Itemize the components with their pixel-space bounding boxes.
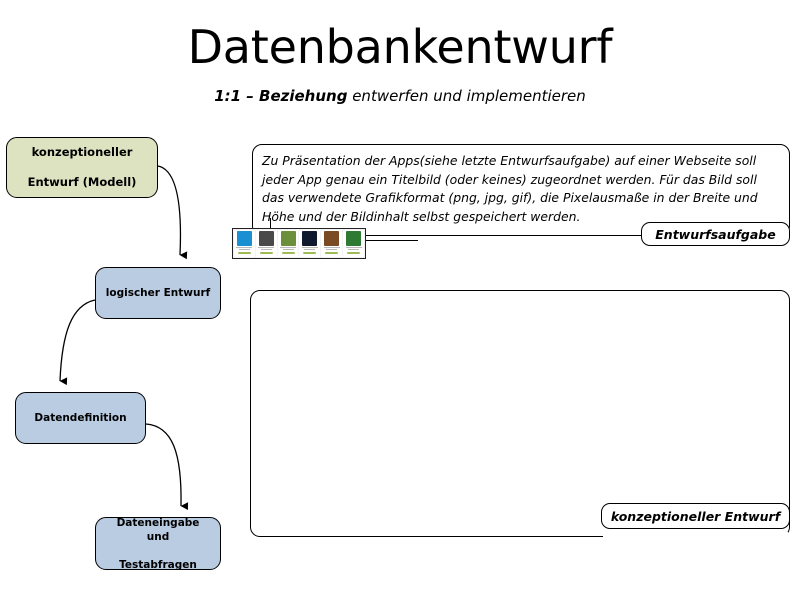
app-subtitle-line xyxy=(282,249,294,250)
app-rating-stars xyxy=(259,252,273,254)
app-icon xyxy=(258,231,274,246)
app-subtitle-line xyxy=(238,249,250,250)
konzeptioneller-entwurf-work-area[interactable] xyxy=(250,290,790,537)
list-item[interactable] xyxy=(255,230,277,257)
page-subtitle-strong: 1:1 – Beziehung xyxy=(214,87,348,105)
flow-box-datendefinition[interactable]: Datendefinition xyxy=(15,392,146,444)
tab-konzeptioneller-entwurf-label: konzeptioneller Entwurf xyxy=(610,508,781,524)
list-item[interactable] xyxy=(234,230,255,257)
app-icon xyxy=(324,231,340,246)
konzeptioneller-entwurf-tab-mask xyxy=(603,532,788,538)
app-subtitle-line xyxy=(348,249,360,250)
task-callout-text: Zu Präsentation der Apps(siehe letzte En… xyxy=(262,153,758,224)
app-subtitle-line xyxy=(304,249,316,250)
tab-entwurfsaufgabe[interactable]: Entwurfsaufgabe xyxy=(641,222,790,246)
list-item[interactable] xyxy=(321,230,343,257)
page-subtitle: 1:1 – Beziehung entwerfen und implementi… xyxy=(0,86,800,106)
app-rating-stars xyxy=(281,252,295,254)
app-icon xyxy=(236,231,252,246)
app-title-line xyxy=(301,247,318,248)
app-rating-stars xyxy=(325,252,339,254)
app-icon xyxy=(346,231,362,246)
list-item[interactable] xyxy=(343,230,364,257)
list-item[interactable] xyxy=(299,230,321,257)
flow-box-logischer-entwurf-label: logischer Entwurf xyxy=(105,287,211,299)
task-callout-box xyxy=(252,144,790,236)
app-rating-stars xyxy=(347,252,361,254)
list-item[interactable] xyxy=(277,230,299,257)
app-title-line xyxy=(345,247,362,248)
app-strip-leader-line xyxy=(366,240,418,241)
app-rating-stars xyxy=(303,252,317,254)
arrow-datendefinition-to-dateneingabe xyxy=(145,423,189,511)
app-subtitle-line xyxy=(260,249,272,250)
app-title-line xyxy=(323,247,340,248)
app-store-thumbnail-strip[interactable] xyxy=(232,228,366,259)
app-strip-leader-vertical xyxy=(270,218,271,229)
flow-box-logischer-entwurf[interactable]: logischer Entwurf xyxy=(95,267,221,319)
app-rating-stars xyxy=(237,252,251,254)
arrow-logisch-to-datendefinition xyxy=(59,299,96,386)
flow-box-datendefinition-label: Datendefinition xyxy=(34,412,127,424)
app-icon xyxy=(302,231,318,246)
app-title-line xyxy=(280,247,297,248)
tab-konzeptioneller-entwurf[interactable]: konzeptioneller Entwurf xyxy=(601,503,790,529)
page-subtitle-rest: entwerfen und implementieren xyxy=(347,87,586,105)
app-subtitle-line xyxy=(326,249,338,250)
app-title-line xyxy=(258,247,275,248)
app-icon xyxy=(280,231,296,246)
page-title: Datenbankentwurf xyxy=(187,20,613,74)
arrow-konzept-to-logisch xyxy=(157,165,188,260)
app-title-line xyxy=(236,247,253,248)
tab-entwurfsaufgabe-label: Entwurfsaufgabe xyxy=(655,226,776,242)
